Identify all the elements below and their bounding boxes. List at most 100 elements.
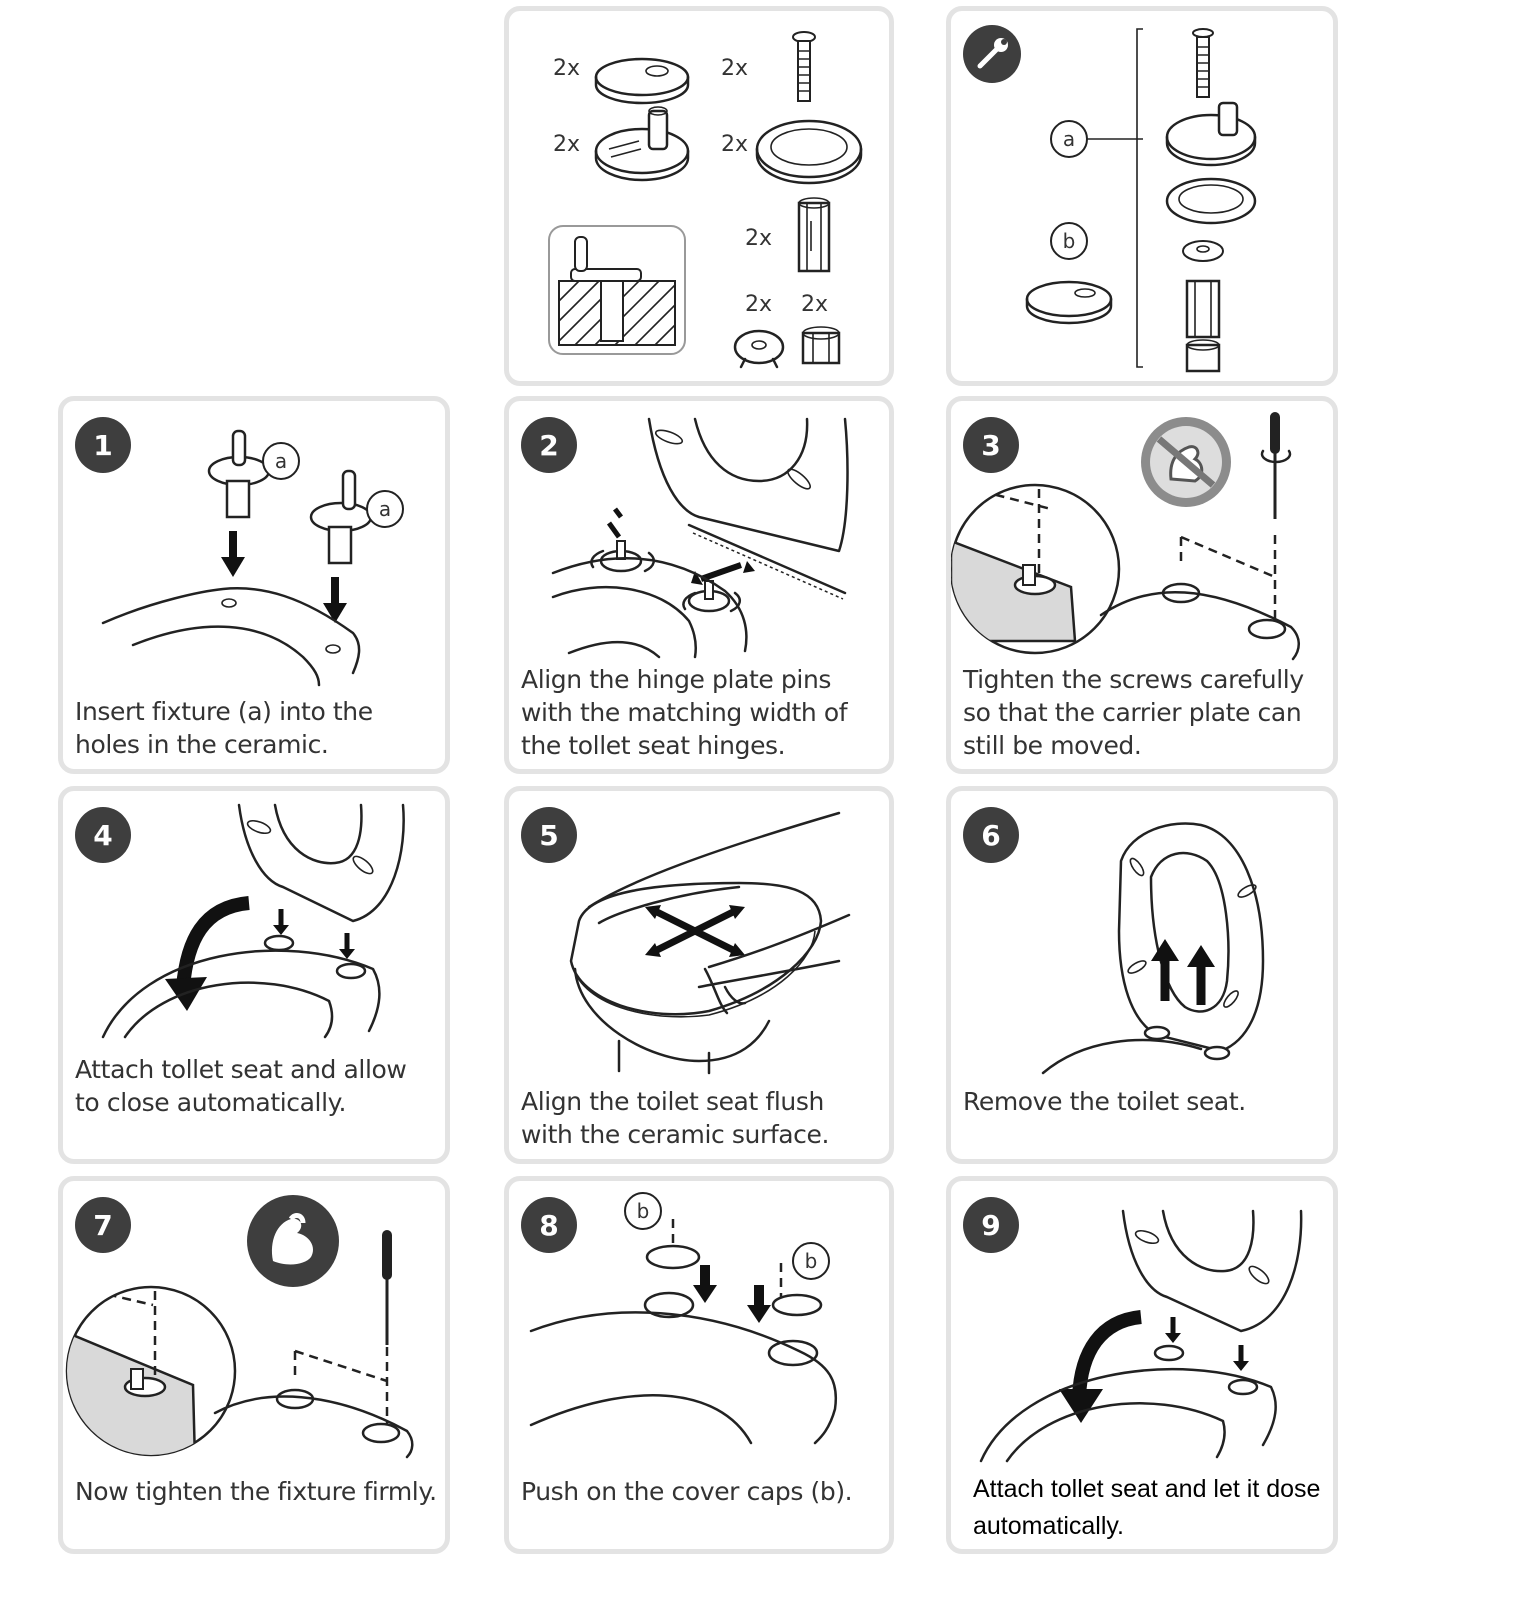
- step-3-panel: 3 Tighten the screws carefully so that t…: [946, 396, 1338, 774]
- bowl-rim: [1099, 590, 1300, 661]
- step-number-3: 3: [963, 417, 1019, 473]
- anchor-sleeve-part: [797, 197, 831, 273]
- step-8-panel: 8 b b Push on the cover caps (b).: [504, 1176, 894, 1554]
- step-8-caption: Push on the cover caps (b).: [521, 1477, 853, 1506]
- step-3-illustration: [951, 412, 1300, 661]
- step-number-1: 1: [75, 417, 131, 473]
- exploded-view-panel: a b: [946, 6, 1338, 386]
- bowl-rim: [213, 1395, 414, 1459]
- align-arrows: [645, 905, 745, 957]
- lift-arrows: [1151, 939, 1215, 967]
- screw-part: [792, 31, 816, 102]
- flexed-arm-icon: [247, 1195, 339, 1287]
- svg-text:a: a: [379, 497, 391, 521]
- down-arrow-left: [221, 557, 245, 577]
- step-4-caption: Attach tollet seat and allow to close au…: [75, 1055, 407, 1117]
- mounting-cross-section: [548, 225, 686, 355]
- cover-cap-part: [594, 57, 690, 105]
- step-number-8: 8: [521, 1197, 577, 1253]
- push-arrow-left: [693, 1285, 717, 1303]
- qty-anchor-sleeve: 2x: [745, 226, 772, 251]
- no-strength-icon: [1141, 417, 1231, 507]
- step-number-7: 7: [75, 1197, 131, 1253]
- step-1-illustration: a a: [101, 429, 404, 687]
- step-9-illustration: [979, 1209, 1303, 1463]
- raised-toilet-seat: [237, 803, 405, 923]
- step-2-illustration: [551, 417, 849, 659]
- step-9-panel: 9 Attach tollet seat and let it dose aut…: [946, 1176, 1338, 1554]
- step-5-panel: 5 Align the toilet seat flush with the c…: [504, 786, 894, 1164]
- fixture-a-right: a: [309, 469, 404, 565]
- svg-text:b: b: [637, 1199, 650, 1223]
- exploded-stack: [1165, 28, 1257, 373]
- step-8-illustration: b b: [529, 1192, 838, 1445]
- step-6-panel: 6 Remove the toilet seat.: [946, 786, 1338, 1164]
- step-number-2: 2: [521, 417, 577, 473]
- lifted-toilet-seat: [1117, 822, 1265, 1053]
- svg-text:b: b: [805, 1249, 818, 1273]
- step-2-panel: 2 Align the hinge plate pins with the ma…: [504, 396, 894, 774]
- hinge-right: [682, 580, 742, 613]
- step-number-5: 5: [521, 807, 577, 863]
- qty-cover-cap: 2x: [553, 56, 580, 81]
- step-5-caption: Align the toilet seat flush with the cer…: [521, 1087, 830, 1149]
- bowl-rim: [101, 949, 381, 1039]
- screwdriver: [1260, 412, 1292, 519]
- closed-toilet-seat: [569, 881, 823, 1075]
- parts-illustration: 2x 2x 2x 2x: [548, 31, 863, 369]
- step-9-caption: Attach tollet seat and let it dose autom…: [973, 1475, 1321, 1540]
- label-a-callout: a: [1050, 120, 1143, 158]
- step-1-caption: Insert fixture (a) into the holes in the…: [75, 697, 373, 759]
- wrench-icon: [963, 25, 1021, 83]
- qty-screw: 2x: [721, 56, 748, 81]
- step-number-6: 6: [963, 807, 1019, 863]
- raised-toilet-seat: [647, 417, 849, 553]
- fixture-a-left: a: [207, 429, 300, 519]
- hinge-left: [590, 507, 656, 573]
- base-ring-part: [755, 119, 863, 185]
- washer-part: [733, 329, 785, 369]
- svg-text:b: b: [1063, 229, 1076, 253]
- exploded-illustration: a b: [1025, 28, 1257, 373]
- step-number-4: 4: [75, 807, 131, 863]
- step-5-illustration: [569, 811, 851, 1075]
- qty-nut: 2x: [801, 292, 828, 317]
- bowl-rim: [1041, 1038, 1203, 1075]
- svg-text:a: a: [1063, 127, 1075, 151]
- step-6-illustration: [1041, 822, 1265, 1075]
- step-4-illustration: [101, 803, 405, 1039]
- step-number-9: 9: [963, 1197, 1019, 1253]
- qty-hinge-plate: 2x: [553, 132, 580, 157]
- bowl-rim: [529, 1311, 838, 1445]
- label-b-left: b: [624, 1192, 662, 1230]
- label-b-right: b: [792, 1242, 830, 1280]
- step-7-panel: 7 Now tighten the fixture firmly.: [58, 1176, 450, 1554]
- step-6-caption: Remove the toilet seat.: [963, 1087, 1246, 1116]
- push-arrow-right: [747, 1305, 771, 1323]
- arm-upper: [587, 811, 841, 909]
- step-7-caption: Now tighten the fixture firmly.: [75, 1477, 437, 1506]
- down-arrow-right: [323, 603, 347, 623]
- svg-text:a: a: [275, 449, 287, 473]
- zoom-detail-circle: [65, 1285, 237, 1457]
- qty-washer: 2x: [745, 292, 772, 317]
- bowl-rim: [979, 1367, 1277, 1463]
- raised-toilet-seat: [1121, 1209, 1303, 1333]
- toilet-bowl-rim: [101, 587, 361, 687]
- hinge-plate-part: [594, 106, 690, 182]
- hinge-bar: [687, 523, 847, 595]
- close-arrow: [1059, 1389, 1103, 1423]
- arm-lower: [707, 913, 851, 969]
- step-7-illustration: [65, 1230, 414, 1459]
- adjust-arrows: [691, 561, 755, 585]
- nut-part: [801, 326, 841, 365]
- bracket-line: [1136, 28, 1143, 368]
- step-4-panel: 4 Attach tollet seat and allow to close …: [58, 786, 450, 1164]
- step-3-caption: Tighten the screws carefully so that the…: [963, 665, 1304, 760]
- parts-panel: 2x 2x 2x 2x: [504, 6, 894, 386]
- step-1-panel: 1 a a Insert fixture (a) into the holes …: [58, 396, 450, 774]
- cover-cap-part: [1025, 280, 1113, 325]
- qty-base-ring: 2x: [721, 132, 748, 157]
- step-2-caption: Align the hinge plate pins with the matc…: [521, 665, 848, 760]
- label-b-callout: b: [1050, 222, 1088, 260]
